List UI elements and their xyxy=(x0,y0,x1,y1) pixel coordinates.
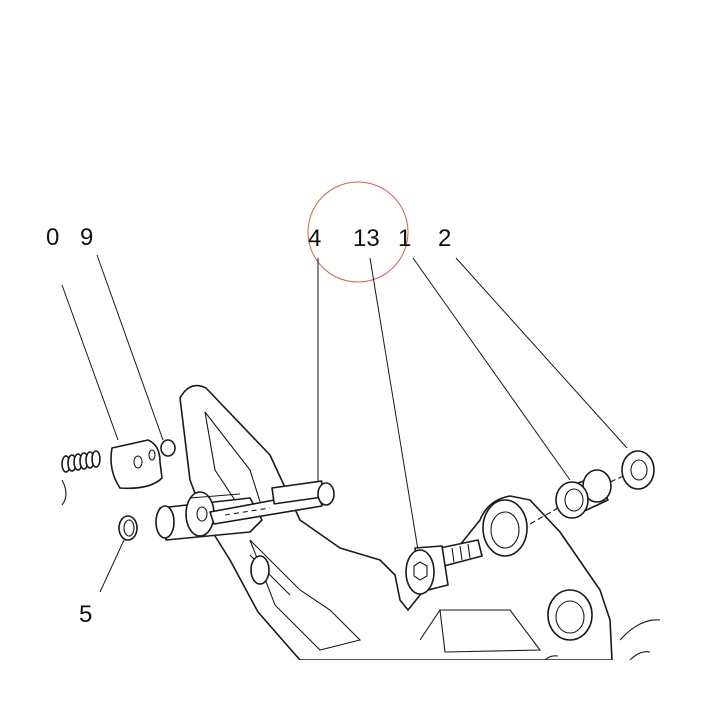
bracket-hole xyxy=(250,555,270,585)
leader-13 xyxy=(369,257,419,551)
callout-13: 13 xyxy=(353,225,380,252)
bottom-crop-mask xyxy=(0,660,720,720)
callout-4: 4 xyxy=(308,225,321,252)
part-1-bush xyxy=(529,469,629,525)
leader-1 xyxy=(412,257,571,481)
callout-5: 5 xyxy=(79,601,92,628)
leader-0 xyxy=(61,284,119,441)
leader-5 xyxy=(99,539,125,593)
part-13-bolt xyxy=(405,539,483,595)
left-crop-mask xyxy=(0,200,46,670)
callout-1: 1 xyxy=(398,225,411,252)
part-2-washer xyxy=(621,450,655,490)
spring xyxy=(61,450,101,506)
bracket-plate xyxy=(179,384,661,661)
leader-2 xyxy=(455,257,628,449)
part-5-circlip xyxy=(118,515,138,541)
leader-lines xyxy=(61,254,628,593)
part-4-pin xyxy=(209,480,335,525)
callout-2: 2 xyxy=(438,225,451,252)
leader-9 xyxy=(96,254,164,441)
pad-block xyxy=(110,439,176,490)
callout-0: 0 xyxy=(46,224,59,251)
highlight-ring xyxy=(307,181,409,283)
callout-labels: 0 9 4 13 1 2 5 xyxy=(46,224,451,628)
callout-9: 9 xyxy=(80,224,93,251)
